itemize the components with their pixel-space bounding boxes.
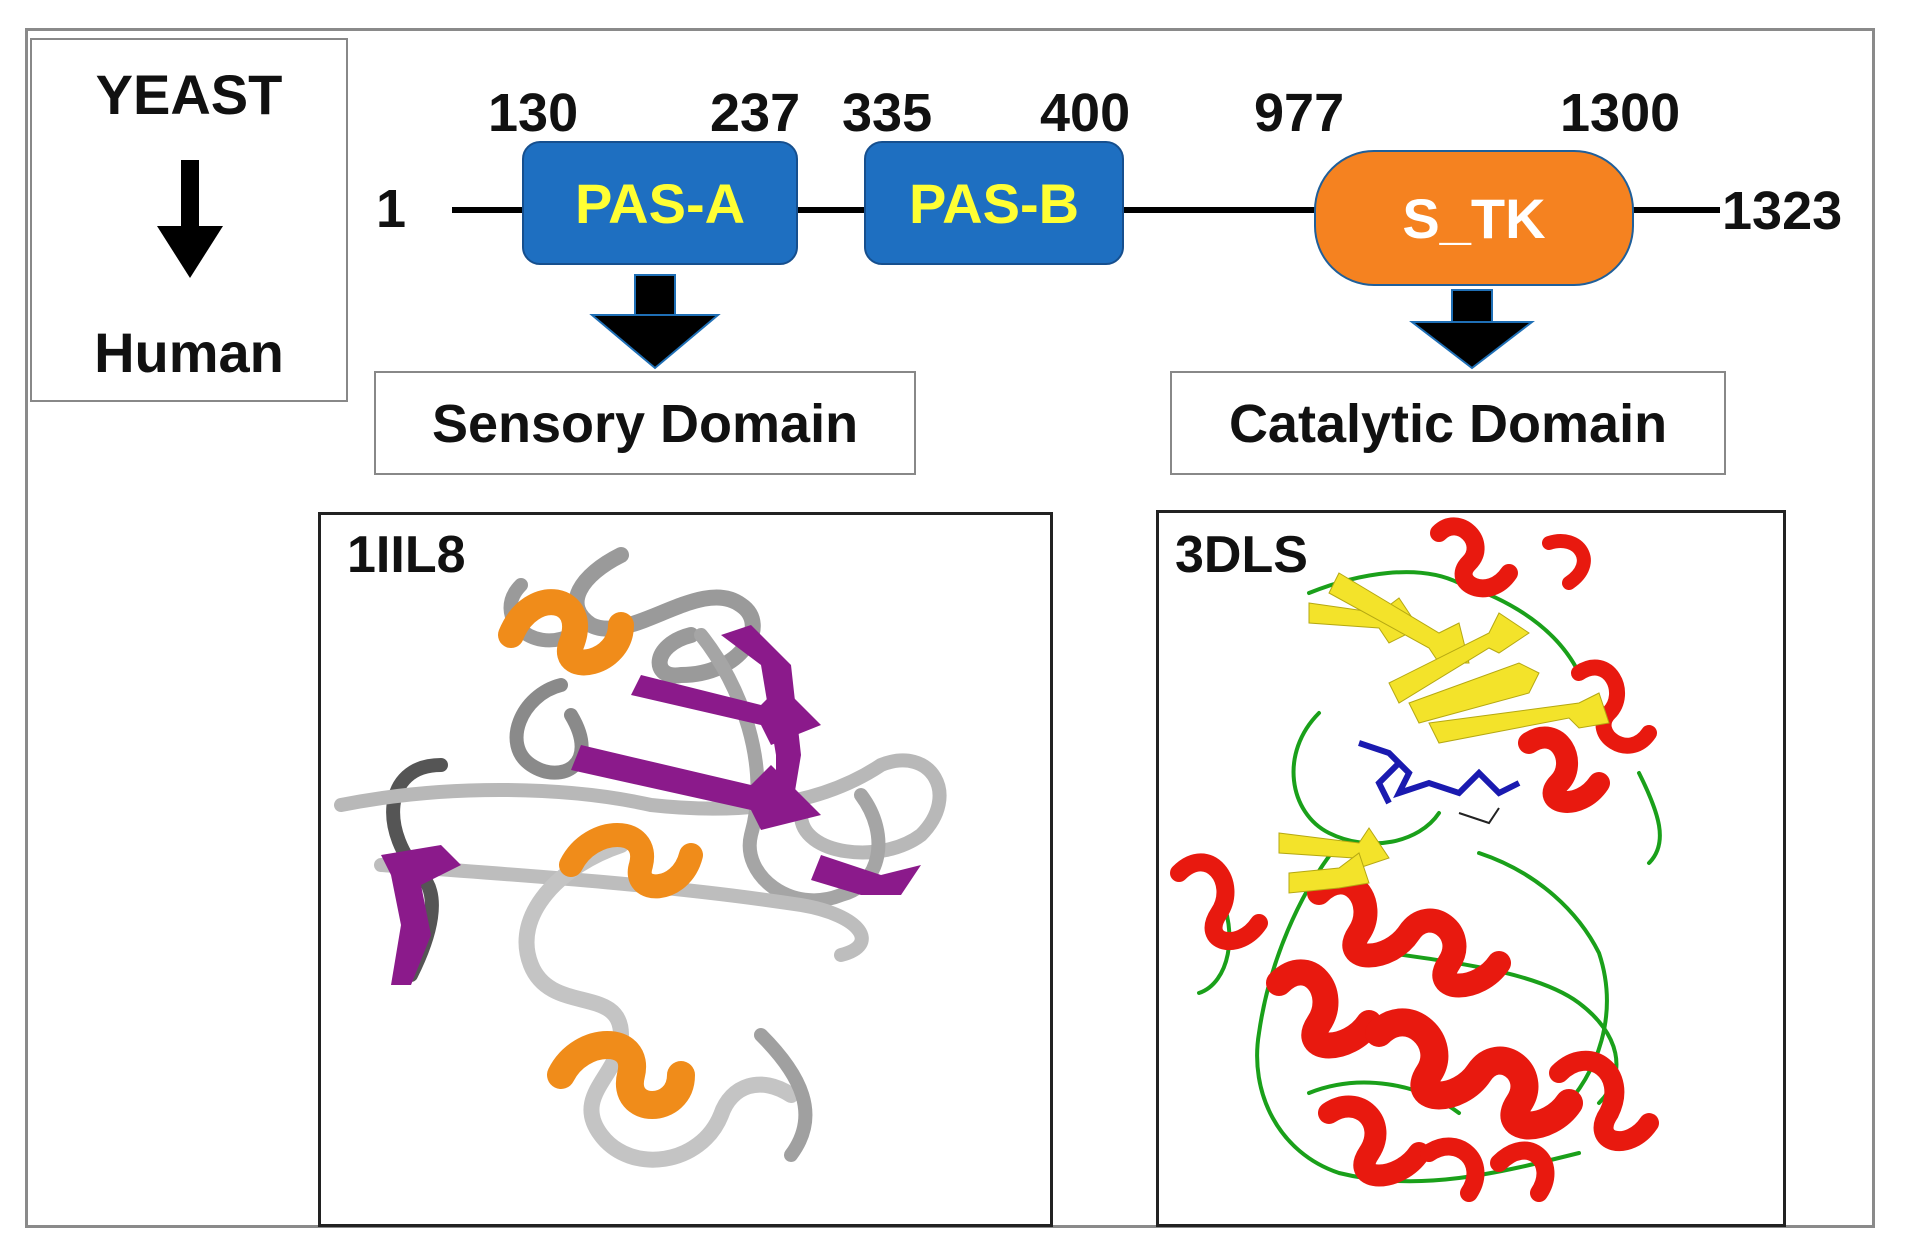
- sensory-pdb-id: 1IIL8: [347, 526, 466, 584]
- domain-s-tk-label: S_TK: [1402, 186, 1546, 250]
- catalytic-structure-panel: 3DLS: [1156, 510, 1786, 1227]
- catalytic-ribbon-image: [1170, 517, 1662, 1202]
- position-end: 1323: [1722, 181, 1843, 241]
- catalytic-pdb-id: 3DLS: [1175, 526, 1308, 584]
- s-tk-end: 1300: [1560, 83, 1681, 143]
- pas-b-end: 400: [1040, 83, 1131, 143]
- sensory-structure-panel: 1IIL8: [318, 512, 1053, 1227]
- organism-box: YEAST Human: [30, 38, 348, 402]
- domain-pas-a-label: PAS-A: [574, 171, 746, 235]
- organism-from-label: YEAST: [95, 63, 283, 126]
- s-tk-start: 977: [1254, 83, 1345, 143]
- pas-b-start: 335: [842, 83, 933, 143]
- domain-pas-a: PAS-A: [522, 141, 798, 265]
- organism-to-label: Human: [94, 321, 284, 384]
- sensory-domain-label: Sensory Domain: [431, 394, 859, 454]
- pas-a-end: 237: [710, 83, 801, 143]
- domain-s-tk: S_TK: [1314, 150, 1634, 286]
- sensory-domain-box: Sensory Domain: [374, 371, 916, 475]
- catalytic-domain-label: Catalytic Domain: [1228, 394, 1668, 454]
- catalytic-arrow-icon: [1409, 289, 1535, 370]
- sensory-ribbon-image: [334, 547, 947, 1168]
- pas-a-start: 130: [488, 83, 579, 143]
- catalytic-domain-box: Catalytic Domain: [1170, 371, 1726, 475]
- sensory-arrow-icon: [589, 274, 721, 370]
- position-start: 1: [376, 179, 407, 239]
- down-arrow-icon: [157, 160, 223, 278]
- domain-pas-b: PAS-B: [864, 141, 1124, 265]
- domain-pas-b-label: PAS-B: [908, 171, 1080, 235]
